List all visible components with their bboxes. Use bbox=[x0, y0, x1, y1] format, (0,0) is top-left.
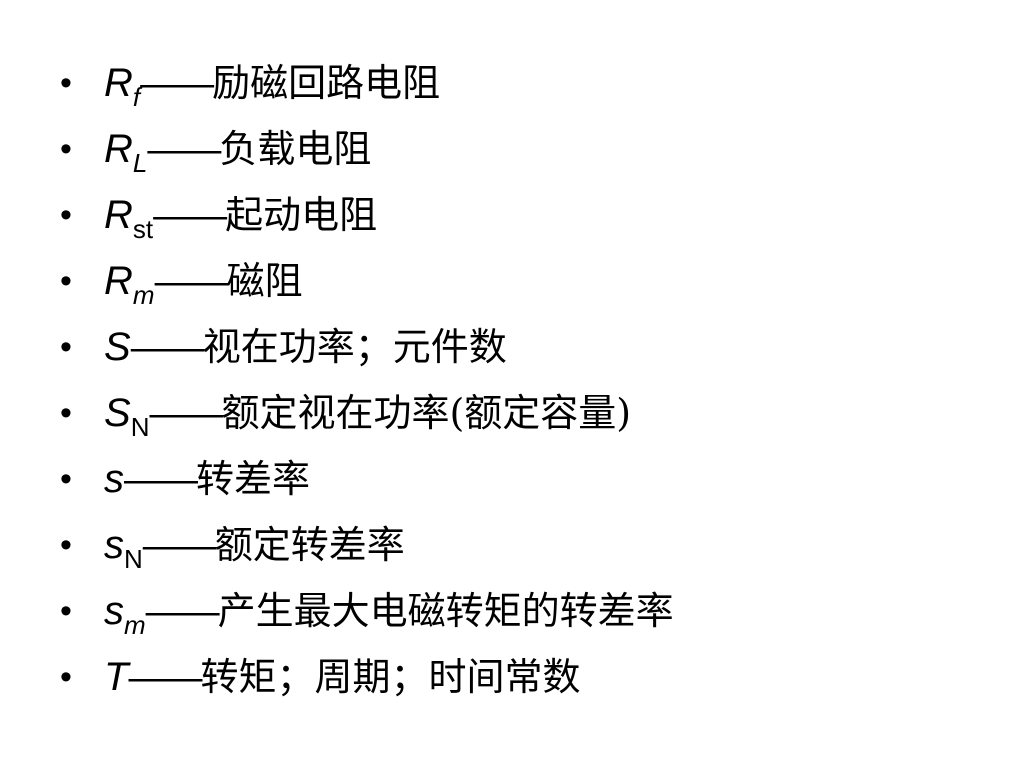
entry: SN——额定视在功率(额定容量) bbox=[104, 380, 631, 447]
entry: sm——产生最大电磁转矩的转差率 bbox=[104, 578, 674, 645]
description: 起动电阻 bbox=[225, 193, 378, 237]
symbol: R bbox=[104, 127, 133, 171]
symbol: T bbox=[104, 655, 129, 699]
entry: s——转差率 bbox=[104, 446, 310, 513]
bullet-icon: • bbox=[60, 526, 72, 564]
dash: —— bbox=[140, 63, 214, 105]
dash: —— bbox=[153, 195, 227, 237]
entry: Rst——起动电阻 bbox=[104, 182, 377, 249]
description: 额定转差率 bbox=[214, 523, 405, 567]
dash: —— bbox=[128, 657, 202, 699]
symbol: R bbox=[104, 259, 133, 303]
symbol: s bbox=[104, 457, 124, 501]
dash: —— bbox=[154, 261, 229, 303]
entry: Rm——磁阻 bbox=[104, 248, 303, 315]
symbol: R bbox=[104, 61, 133, 105]
symbol: s bbox=[104, 523, 124, 567]
bullet-icon: • bbox=[60, 460, 72, 498]
symbol-subscript: N bbox=[130, 412, 150, 442]
entry: sN——额定转差率 bbox=[104, 512, 405, 579]
dash: —— bbox=[124, 459, 198, 501]
description: 转差率 bbox=[196, 457, 311, 501]
bullet-icon: • bbox=[60, 262, 72, 300]
bullet-icon: • bbox=[60, 394, 72, 432]
dash: —— bbox=[142, 525, 217, 567]
dash: —— bbox=[145, 591, 220, 633]
entry: S——视在功率；元件数 bbox=[104, 314, 507, 381]
description: 负载电阻 bbox=[219, 127, 372, 171]
bullet-icon: • bbox=[60, 328, 72, 366]
bullet-icon: • bbox=[60, 592, 72, 630]
entry: RL——负载电阻 bbox=[104, 116, 371, 183]
entry: T——转矩；周期；时间常数 bbox=[104, 644, 580, 711]
bullet-icon: • bbox=[60, 658, 72, 696]
description: 视在功率；元件数 bbox=[202, 325, 507, 369]
description: 额定视在功率(额定容量) bbox=[221, 391, 632, 435]
symbol: s bbox=[104, 589, 124, 633]
bullet-icon: • bbox=[60, 196, 72, 234]
symbol-subscript: N bbox=[124, 544, 143, 574]
description: 励磁回路电阻 bbox=[212, 61, 441, 105]
symbol-subscript: L bbox=[132, 148, 148, 178]
dash: —— bbox=[130, 327, 205, 369]
symbol-subscript: m bbox=[132, 280, 155, 310]
description: 转矩；周期；时间常数 bbox=[200, 655, 581, 699]
symbol: S bbox=[104, 325, 131, 369]
bullet-icon: • bbox=[60, 130, 72, 168]
symbol-subscript: st bbox=[132, 214, 154, 244]
entry: Rf——励磁回路电阻 bbox=[104, 50, 440, 117]
dash: —— bbox=[149, 393, 223, 435]
dash: —— bbox=[147, 129, 221, 171]
description: 磁阻 bbox=[226, 259, 303, 303]
symbol: S bbox=[104, 391, 131, 435]
symbol-subscript: f bbox=[132, 82, 141, 112]
symbol-subscript: m bbox=[124, 610, 146, 640]
description: 产生最大电磁转矩的转差率 bbox=[217, 589, 674, 633]
bullet-icon: • bbox=[60, 64, 72, 102]
symbol: R bbox=[104, 193, 133, 237]
